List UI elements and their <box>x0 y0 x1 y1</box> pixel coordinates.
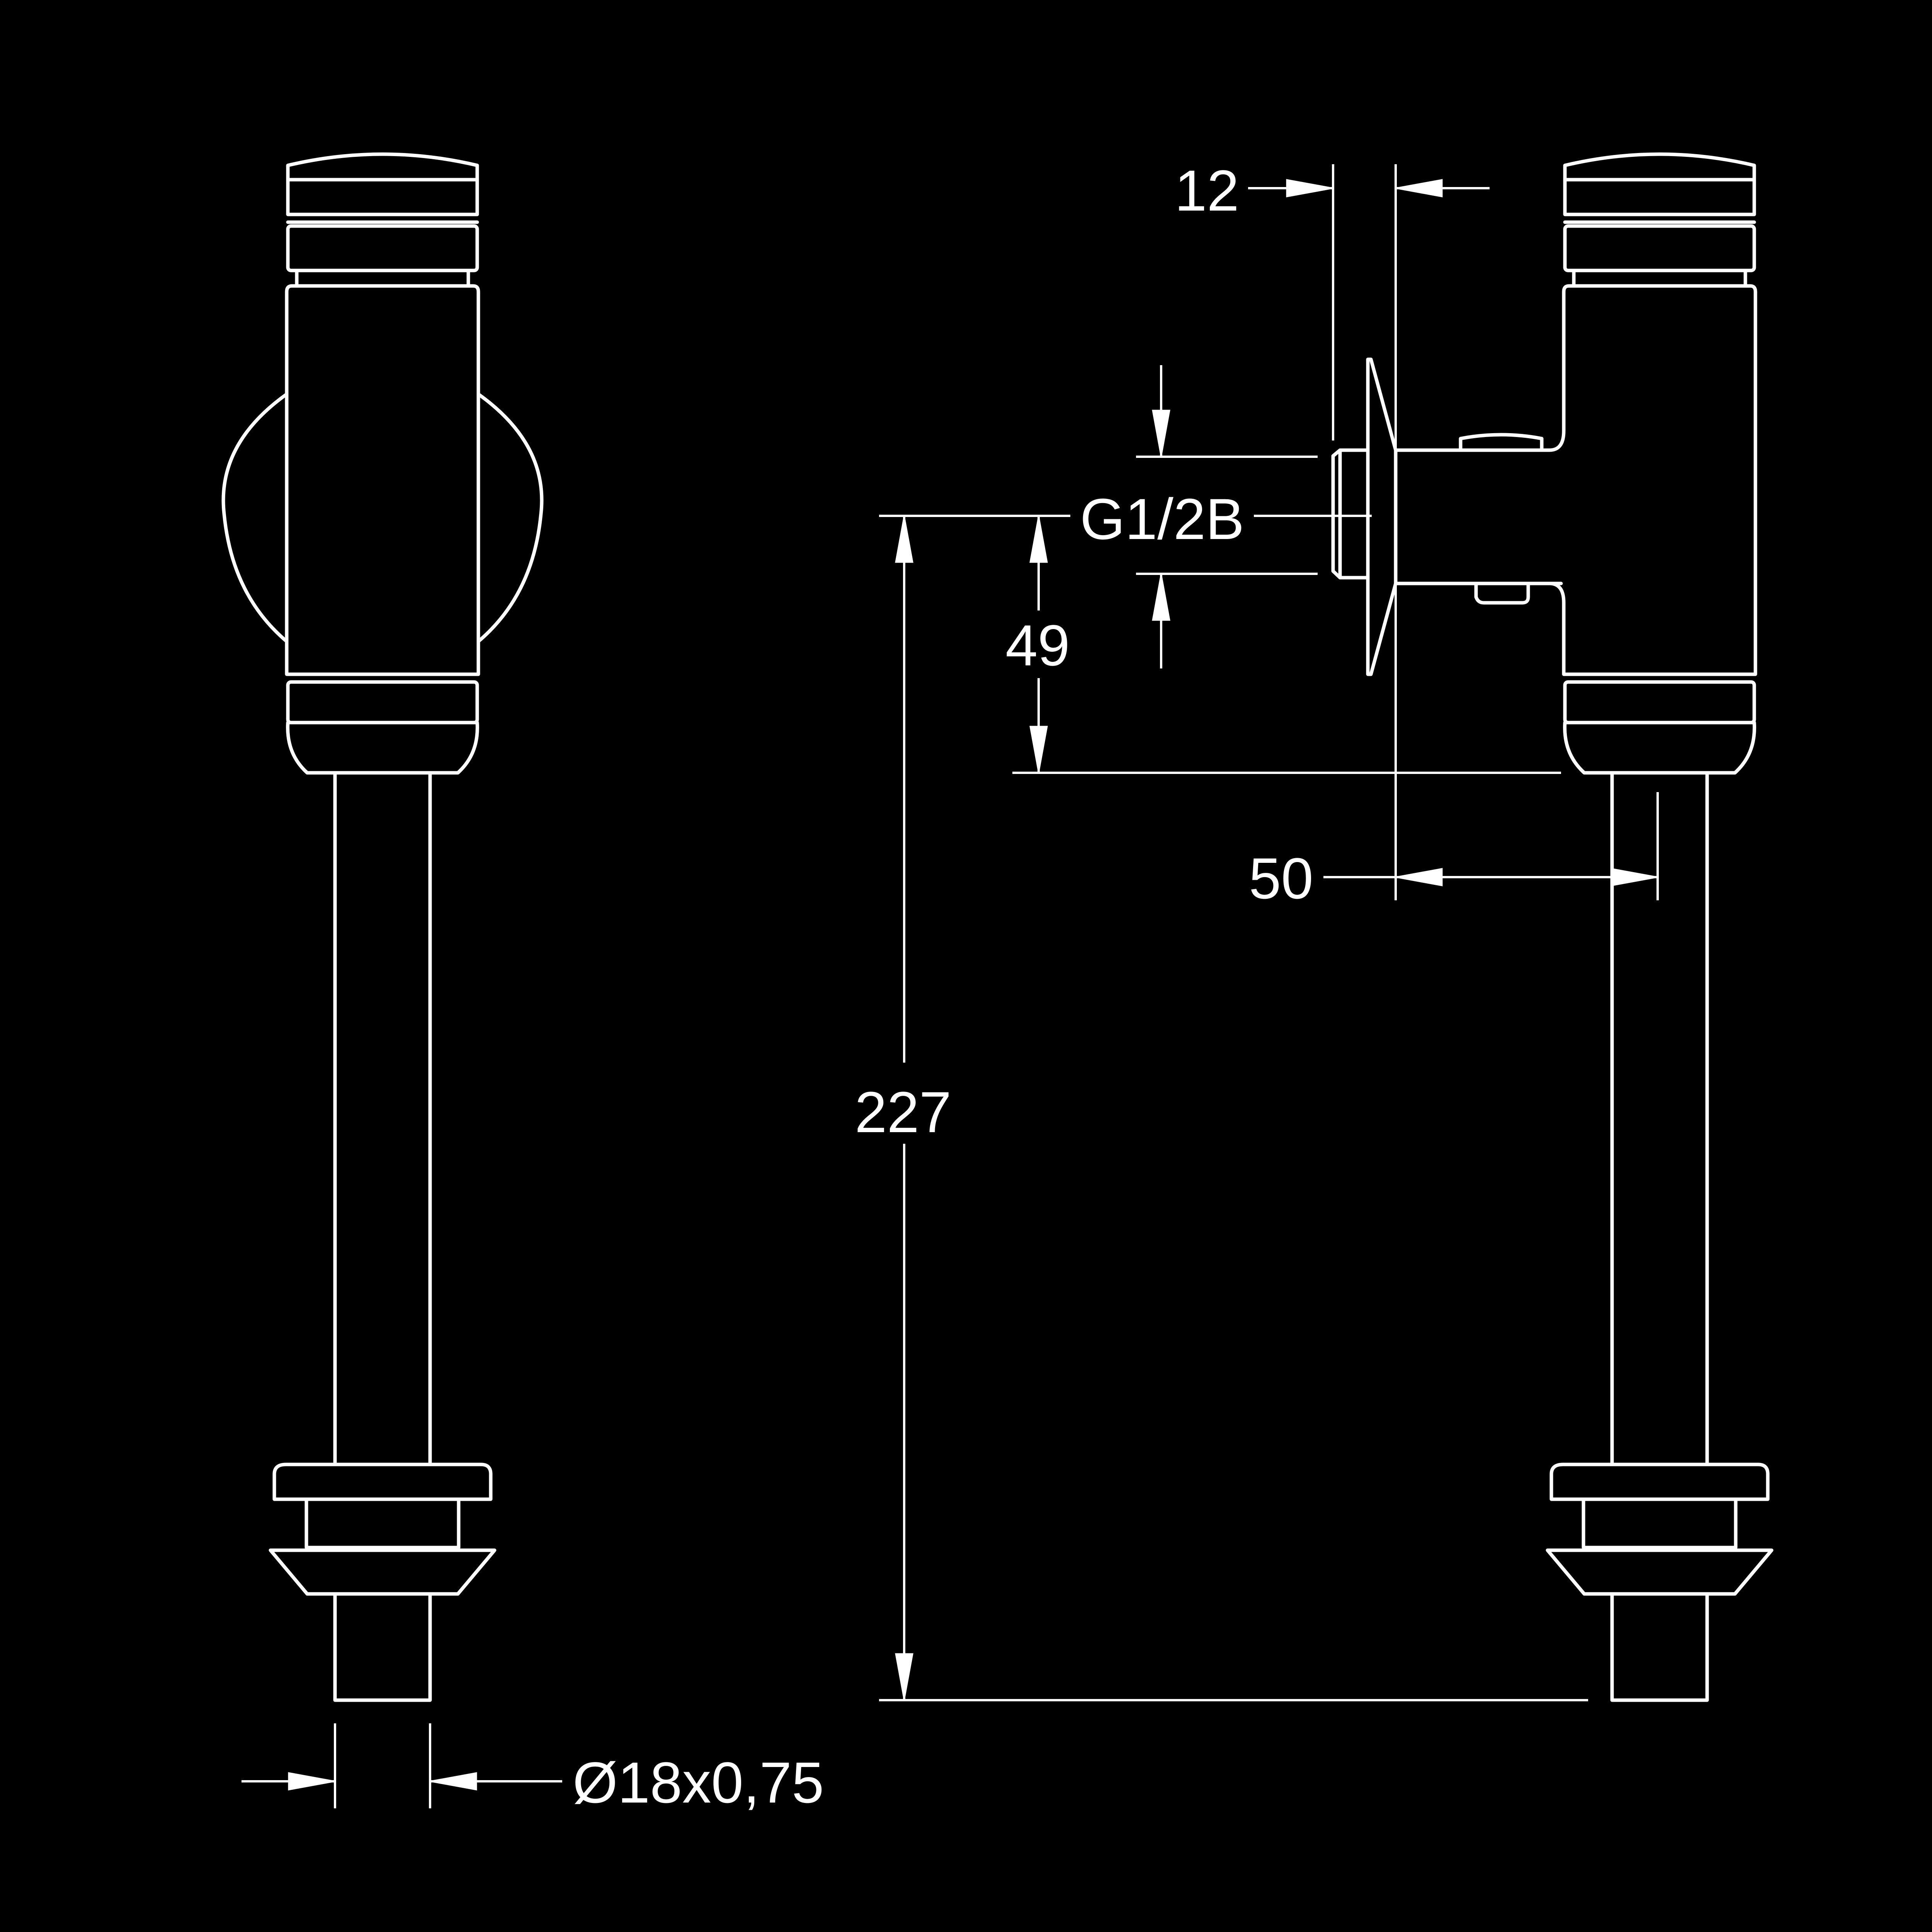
side-flush-pipe <box>1610 771 1709 1466</box>
side-lower-collar <box>1563 680 1756 775</box>
label-height-227: 227 <box>855 1080 951 1145</box>
dimension-lines <box>242 164 1659 1808</box>
side-valve-body <box>1394 284 1757 676</box>
dimension-50 <box>1323 792 1659 900</box>
label-thread-g12b: G1/2B <box>1080 486 1244 551</box>
dimension-12 <box>1248 164 1490 900</box>
label-offset-12: 12 <box>1175 158 1239 223</box>
dimension-227 <box>879 515 1588 1701</box>
front-lower-collar <box>286 680 479 775</box>
front-flush-pipe <box>333 771 432 1466</box>
label-depth-50: 50 <box>1249 846 1313 911</box>
side-view <box>1331 152 1774 1702</box>
side-pipe-fittings <box>1546 1463 1774 1702</box>
front-valve-body <box>221 284 544 676</box>
label-pipe-diameter: Ø18x0,75 <box>573 1750 824 1815</box>
front-view <box>221 152 544 1702</box>
side-push-button <box>1563 152 1756 288</box>
front-push-button <box>286 152 479 288</box>
dimension-labels: 12 G1/2B 49 50 227 Ø18x0,75 <box>573 158 1313 1815</box>
label-height-49: 49 <box>1005 613 1070 678</box>
front-pipe-fittings <box>269 1463 497 1702</box>
dimension-thread <box>1136 365 1372 668</box>
dimension-49 <box>1012 515 1561 774</box>
dimension-pipe-diameter <box>242 1723 562 1808</box>
